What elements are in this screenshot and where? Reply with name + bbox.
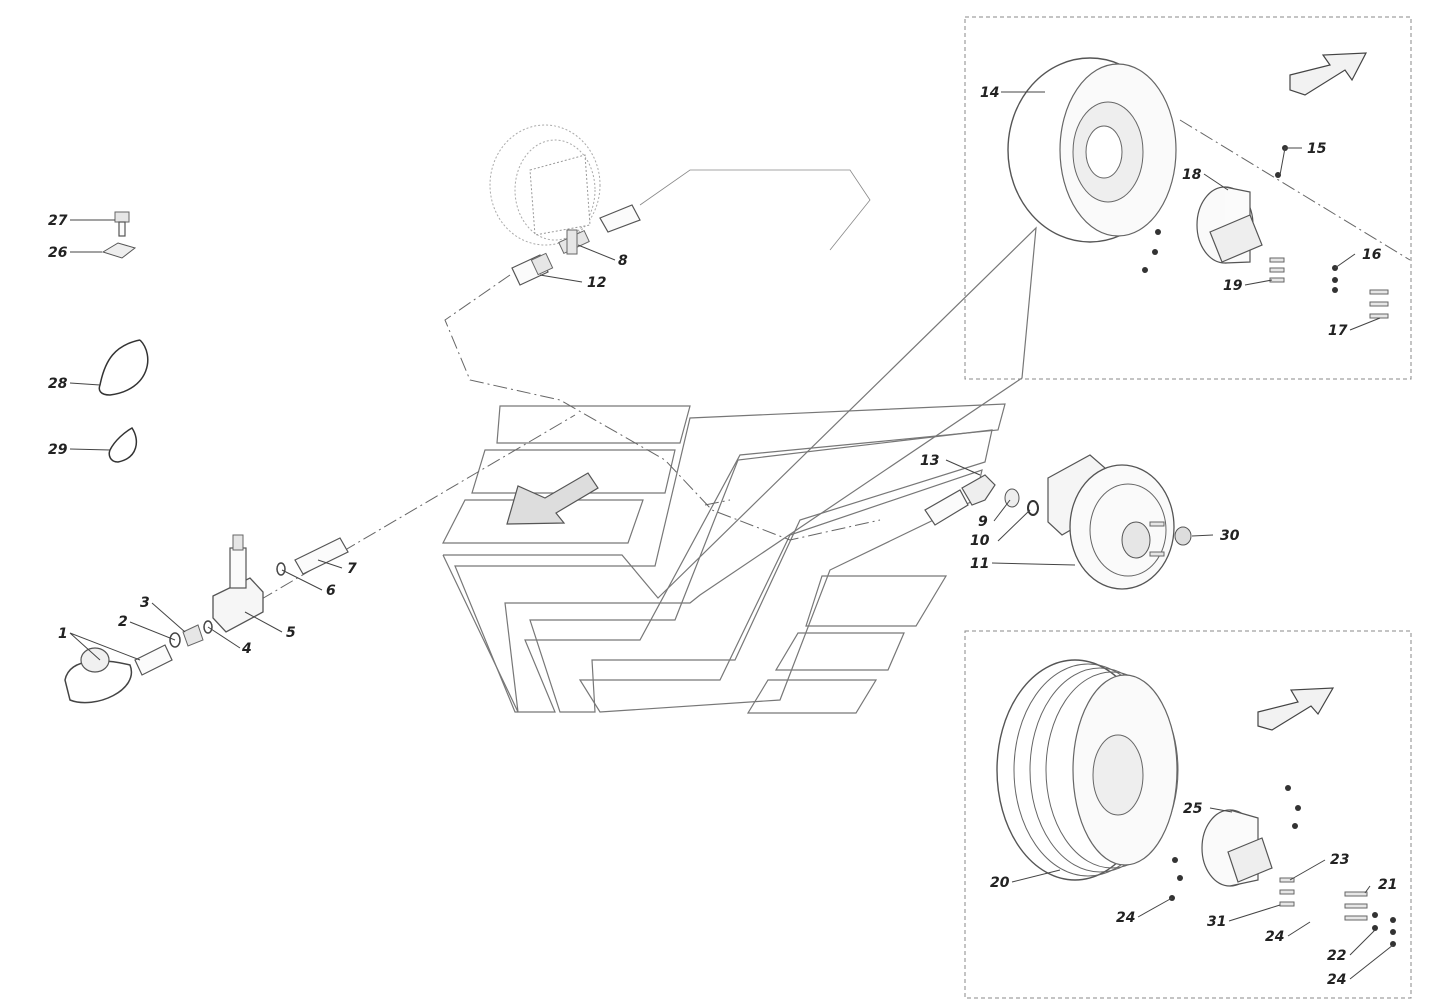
callout-5: 5 (286, 625, 296, 641)
callout-17: 17 (1328, 323, 1348, 339)
middle-hub-11 (1047, 454, 1192, 590)
callout-15: 15 (1307, 141, 1327, 157)
callout-7: 7 (347, 561, 357, 577)
callout-30: 30 (1220, 528, 1240, 544)
leader-lines (69, 91, 1394, 980)
callout-13: 13 (920, 453, 939, 469)
callout-20: 20 (990, 875, 1010, 891)
rear-hub-25 (1201, 809, 1273, 887)
callout-18: 18 (1182, 167, 1202, 183)
rear-wheel-20 (996, 659, 1179, 881)
valve-assembly (64, 534, 349, 704)
front-bolts (1142, 145, 1389, 319)
part-26-27-clip (101, 211, 137, 259)
callout-27: 27 (48, 213, 68, 229)
callout-6: 6 (326, 583, 336, 599)
callout-9: 9 (978, 514, 988, 530)
callout-23: 23 (1330, 852, 1349, 868)
callout-16: 16 (1362, 247, 1382, 263)
direction-arrow-right-top (1289, 52, 1368, 96)
callout-1: 1 (58, 626, 68, 642)
callout-12: 12 (587, 275, 606, 291)
callout-2: 2 (118, 614, 128, 630)
frame-outline (442, 226, 1037, 714)
callout-29: 29 (48, 442, 68, 458)
callout-19: 19 (1223, 278, 1243, 294)
part-8-tee (558, 204, 641, 255)
detail-box-rear-wheel (964, 630, 1412, 999)
direction-arrow-right-bottom (1257, 687, 1335, 731)
callout-3: 3 (140, 595, 150, 611)
callout-24-c: 24 (1327, 972, 1346, 988)
callout-11: 11 (970, 556, 989, 572)
callout-28: 28 (48, 376, 68, 392)
detail-box-front-wheel (964, 16, 1412, 380)
callout-24-b: 24 (1265, 929, 1284, 945)
front-hub-18 (1196, 186, 1263, 264)
callout-10: 10 (970, 533, 990, 549)
front-wheel-14 (1007, 57, 1177, 243)
callout-31: 31 (1207, 914, 1226, 930)
callout-24-a: 24 (1116, 910, 1135, 926)
part-29-hose (108, 427, 138, 463)
callout-labels: 1 2 3 4 5 6 7 8 9 10 11 12 13 14 15 16 1… (48, 85, 1397, 988)
direction-arrow-left (506, 472, 599, 525)
callout-25: 25 (1183, 801, 1203, 817)
hydraulic-motor (489, 124, 601, 246)
rear-bolts (1169, 785, 1396, 947)
callout-14: 14 (980, 85, 999, 101)
part-28-hose (98, 339, 149, 396)
callout-26: 26 (48, 245, 68, 261)
callout-4: 4 (241, 641, 252, 657)
callout-8: 8 (618, 253, 628, 269)
callout-22: 22 (1327, 948, 1346, 964)
callout-21: 21 (1378, 877, 1397, 893)
part-12-fitting (511, 252, 554, 286)
